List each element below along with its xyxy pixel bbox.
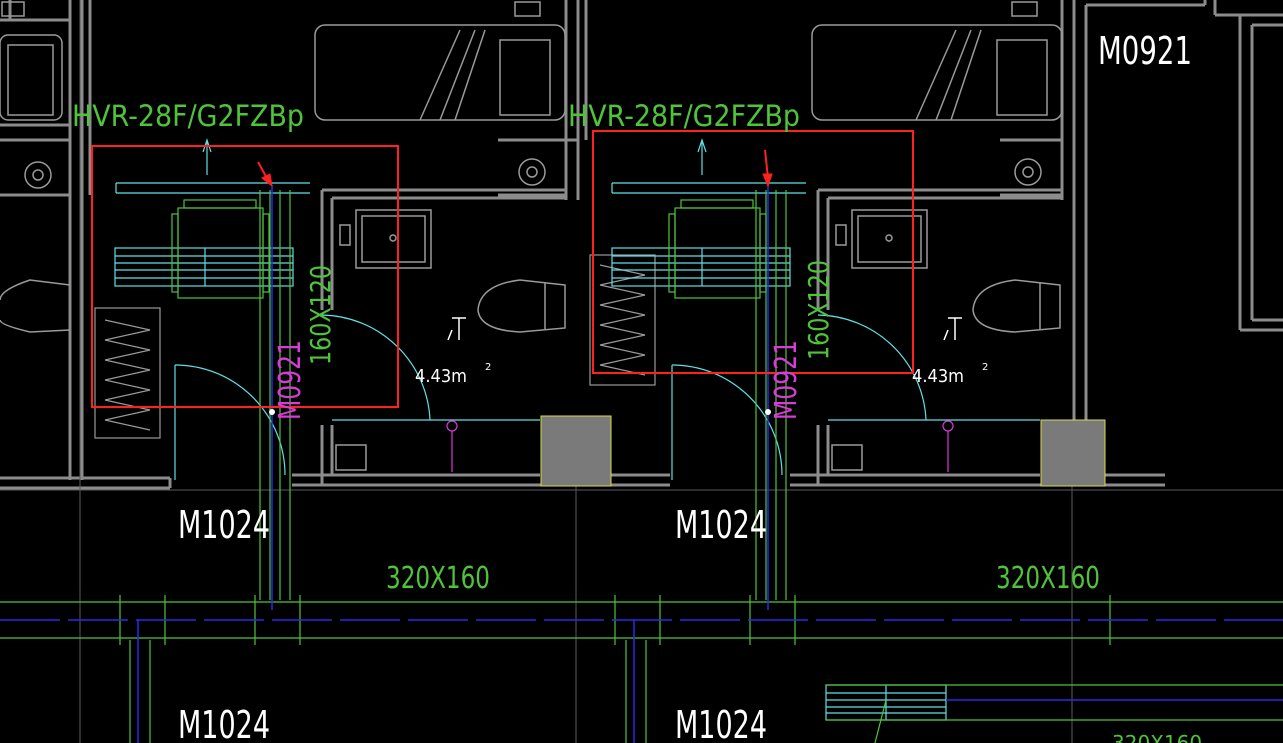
duct-size-horizontal-a: 320X160 <box>386 561 490 596</box>
highlight-box-b <box>592 130 914 374</box>
level-symbols <box>447 317 962 341</box>
red-arrows <box>257 149 773 188</box>
area-unit-b: 2 <box>982 362 988 373</box>
wardrobe <box>94 254 656 439</box>
area-label-b: 4.43m <box>912 366 964 387</box>
equipment-label-a: HVR-28F/G2FZBp <box>72 99 304 133</box>
magenta-drains <box>446 420 954 472</box>
structural-column-a <box>540 415 612 487</box>
furniture <box>0 1 1063 471</box>
duct-size-vertical-b: 160X120 <box>802 260 835 360</box>
blue-pipes <box>0 185 1283 743</box>
door-label-m1024-b: M1024 <box>675 503 767 547</box>
highlight-box-a <box>91 145 399 408</box>
door-label-m1024-d: M1024 <box>675 703 767 743</box>
structural-column-b <box>1040 419 1106 487</box>
junction-marker-a <box>269 409 275 415</box>
door-label-m0921-top: M0921 <box>1098 29 1192 73</box>
equipment-label-b: HVR-28F/G2FZBp <box>568 99 800 133</box>
junction-marker-b <box>765 409 771 415</box>
walls <box>0 0 1283 490</box>
door-label-m0921-a: M0921 <box>273 340 308 420</box>
duct-size-horizontal-b: 320X160 <box>996 561 1100 596</box>
area-unit-a: 2 <box>485 362 491 373</box>
door-label-m0921-b: M0921 <box>769 340 804 420</box>
door-label-m1024-c: M1024 <box>178 703 270 743</box>
duct-size-bottom-cut: 320X160 <box>1112 731 1202 743</box>
area-label-a: 4.43m <box>415 366 467 387</box>
duct-size-vertical-a: 160X120 <box>304 265 337 365</box>
door-label-m1024-a: M1024 <box>178 503 270 547</box>
